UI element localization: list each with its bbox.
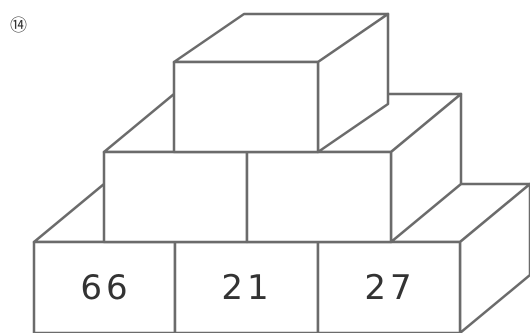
bottom-block-2-value: 21 bbox=[221, 268, 272, 308]
problem-number-badge: ⑭ bbox=[10, 16, 27, 36]
middle-block-2 bbox=[247, 152, 391, 242]
bottom-block-3-value: 27 bbox=[364, 268, 415, 308]
problem-number: ⑭ bbox=[10, 16, 27, 36]
block-labels: 66 21 27 bbox=[80, 268, 415, 308]
bottom-block-1-value: 66 bbox=[80, 268, 131, 308]
top-block bbox=[174, 62, 318, 152]
middle-block-1 bbox=[104, 152, 247, 242]
